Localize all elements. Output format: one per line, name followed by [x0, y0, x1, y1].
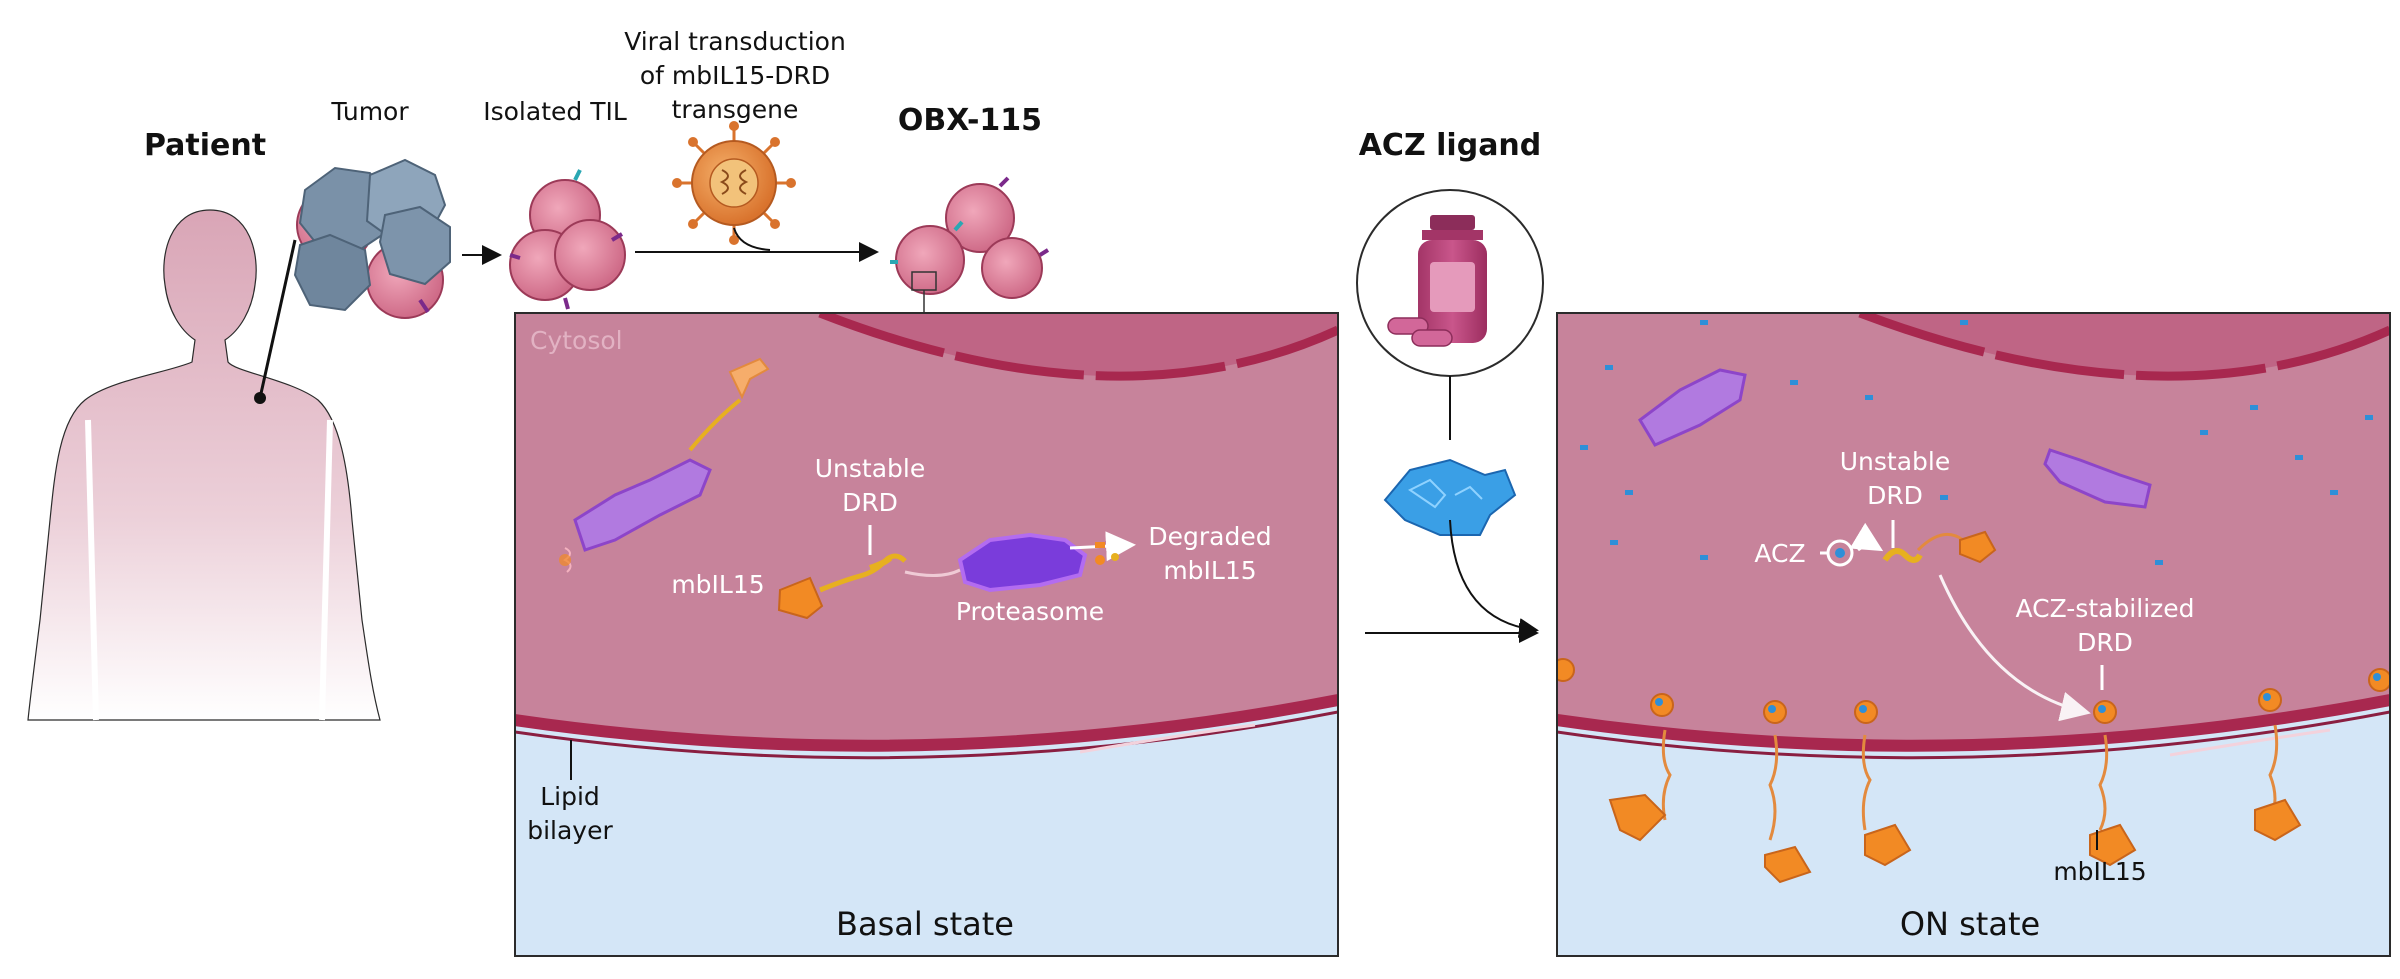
- lipid-line-2: bilayer: [527, 815, 613, 845]
- acz-label: ACZ: [1754, 539, 1806, 568]
- viral-line-2: of mbIL15-DRD: [639, 60, 831, 90]
- proteasome-label: Proteasome: [955, 597, 1105, 626]
- patient-label: Patient: [143, 128, 267, 163]
- isolated-til-label: Isolated TIL: [483, 97, 627, 126]
- acz-arrow: [1449, 519, 1539, 638]
- lipid-line-1: Lipid: [540, 782, 600, 811]
- acz-molecule-icon: [1383, 458, 1517, 536]
- viral-transduction-label: Viral transduction of mbIL15-DRD transge…: [620, 25, 850, 126]
- unstable-drd-line-1: Unstable: [814, 454, 926, 483]
- tumor-cluster: [293, 158, 451, 319]
- acz-stabilized-drd-label: ACZ-stabilized DRD: [2005, 592, 2205, 660]
- on-state-label: ON state: [1899, 905, 2041, 943]
- viral-line-1: Viral transduction: [624, 27, 846, 56]
- unstable-drd-line-2: DRD: [842, 487, 898, 517]
- unstable-drd-on-label: Unstable DRD: [1825, 445, 1965, 513]
- mbil15-label: mbIL15: [671, 570, 765, 599]
- degraded-mbil15-label: Degraded mbIL15: [1140, 520, 1280, 588]
- cytosol-label: Cytosol: [530, 326, 623, 355]
- on-state-panel: [1557, 313, 2390, 956]
- patient-silhouette: [27, 209, 381, 721]
- degraded-line-2: mbIL15: [1163, 555, 1257, 585]
- unstable-drd-on-line-2: DRD: [1867, 480, 1923, 510]
- basal-state-label: Basal state: [836, 905, 1014, 943]
- mbil15-on-label: mbIL15: [2053, 857, 2147, 886]
- degraded-line-1: Degraded: [1148, 522, 1272, 551]
- viral-line-3: transgene: [671, 94, 799, 124]
- virus-icon: [672, 121, 796, 245]
- basal-state-panel: [515, 313, 1338, 956]
- isolated-til-cells: [509, 169, 626, 310]
- unstable-drd-on-line-1: Unstable: [1839, 447, 1951, 476]
- acz-ligand-label: ACZ ligand: [1358, 128, 1542, 163]
- unstable-drd-label: Unstable DRD: [800, 452, 940, 520]
- tumor-label: Tumor: [331, 97, 409, 126]
- acz-stabilized-line-1: ACZ-stabilized: [2015, 594, 2195, 623]
- acz-stabilized-line-2: DRD: [2077, 627, 2133, 657]
- lipid-bilayer-label: Lipid bilayer: [520, 780, 620, 848]
- obx115-label: OBX-115: [897, 103, 1043, 138]
- obx115-cells: [890, 176, 1050, 313]
- acz-bottle-icon: [1356, 189, 1544, 377]
